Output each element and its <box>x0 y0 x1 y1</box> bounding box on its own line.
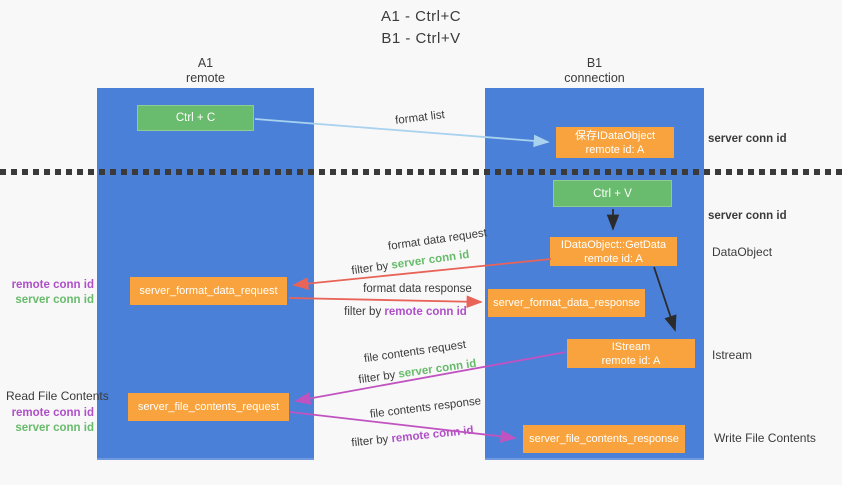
label-remote-conn-id-left: remote conn id <box>11 279 94 291</box>
node-ctrl-v: Ctrl + V <box>553 180 672 207</box>
node-server-format-data-request: server_format_data_request <box>130 277 287 305</box>
node-ctrl-c-label: Ctrl + C <box>175 112 216 124</box>
label-format-data-response: format data response <box>363 283 472 295</box>
node-format-response-label: server_format_data_response <box>493 297 640 309</box>
label-conn-ids-left-bottom: remote conn id server conn id <box>0 406 94 436</box>
server-conn-id-text: server conn id <box>390 248 471 272</box>
lane-header-b1: B1 connection <box>485 56 704 86</box>
label-write-file-contents: Write File Contents <box>714 431 816 445</box>
node-save-dataobject: 保存IDataObject remote id: A <box>556 127 674 158</box>
label-istream: Istream <box>712 348 753 362</box>
node-ctrl-v-label: Ctrl + V <box>593 187 632 200</box>
node-server-file-contents-request: server_file_contents_request <box>128 393 289 421</box>
node-getdata: IDataObject::GetData remote id: A <box>550 237 677 266</box>
label-format-list: format list <box>394 109 446 127</box>
server-conn-id-text: server conn id <box>397 357 478 381</box>
filter-by-text: filter by <box>350 433 393 450</box>
label-file-contents-response: file contents response <box>369 395 482 421</box>
node-getdata-line2: remote id: A <box>584 252 643 265</box>
node-ctrl-c: Ctrl + C <box>137 105 254 131</box>
lane-b1-subtitle: connection <box>564 71 625 85</box>
label-dataobject: DataObject <box>712 245 773 259</box>
remote-conn-id-text: remote conn id <box>390 424 475 446</box>
filter-by-text: filter by <box>350 259 393 278</box>
node-istream: IStream remote id: A <box>567 339 695 368</box>
diagram-title-line1: A1 - Ctrl+C <box>380 8 462 25</box>
remote-conn-id-text: remote conn id <box>384 306 467 318</box>
label-remote-conn-id-left: remote conn id <box>11 407 94 419</box>
node-server-format-data-response: server_format_data_response <box>488 289 645 317</box>
node-save-dataobject-line2: remote id: A <box>585 143 645 156</box>
label-conn-ids-left-mid: remote conn id server conn id <box>0 278 94 308</box>
label-server-conn-id-left: server conn id <box>15 422 94 434</box>
lane-b1-name: B1 <box>586 56 603 70</box>
node-save-dataobject-line1: 保存IDataObject <box>574 129 656 142</box>
label-filter-by-server-conn-id-mid: filter by server conn id <box>343 248 478 279</box>
diagram-title-line2: B1 - Ctrl+V <box>381 30 461 47</box>
node-istream-line1: IStream <box>611 340 651 353</box>
filter-by-text: filter by <box>357 368 400 387</box>
filter-by-text: filter by <box>344 306 385 318</box>
label-filter-by-remote-conn-id-bottom: filter by remote conn id <box>345 424 481 450</box>
node-server-file-contents-response: server_file_contents_response <box>523 425 685 453</box>
label-filter-by-remote-conn-id-mid: filter by remote conn id <box>338 306 473 318</box>
label-server-conn-id-right-mid: server conn id <box>708 210 787 222</box>
node-file-request-label: server_file_contents_request <box>137 401 280 413</box>
label-read-file-contents: Read File Contents <box>6 389 109 403</box>
lane-a1-subtitle: remote <box>186 71 225 85</box>
label-server-conn-id-right-top: server conn id <box>708 133 787 145</box>
node-getdata-line1: IDataObject::GetData <box>560 238 667 251</box>
label-server-conn-id-left: server conn id <box>15 294 94 306</box>
node-istream-line2: remote id: A <box>601 354 661 367</box>
node-file-response-label: server_file_contents_response <box>529 433 679 445</box>
lane-header-a1: A1 remote <box>97 56 314 86</box>
dotted-separator <box>0 169 842 175</box>
arrow-format-data-response <box>288 295 483 308</box>
node-format-request-label: server_format_data_request <box>139 285 278 297</box>
lane-a1-name: A1 <box>197 56 214 70</box>
